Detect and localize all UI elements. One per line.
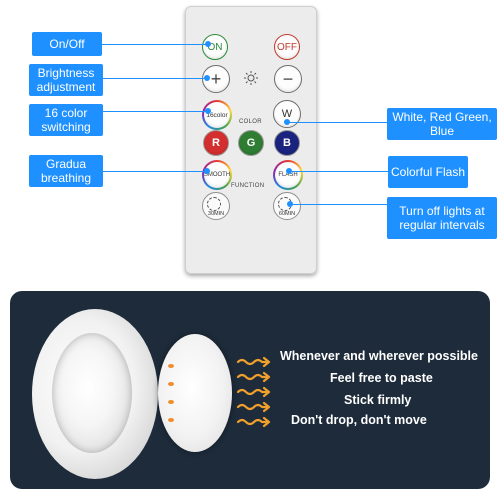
callout-turn-off-text: Turn off lights at regular intervals [399, 204, 485, 232]
on-button[interactable]: ON [202, 34, 228, 60]
callout-gradual-text: Gradua breathing [40, 157, 92, 185]
leader-line [287, 122, 387, 123]
callout-color16-text: 16 color switching [41, 106, 91, 134]
callout-gradual: Gradua breathing [29, 155, 103, 187]
arrow-2 [236, 371, 271, 383]
g-label: G [246, 137, 256, 149]
leader-line [290, 204, 387, 205]
green-button[interactable]: G [238, 130, 264, 156]
leader-dot [204, 75, 210, 81]
minus-label: − [282, 68, 294, 89]
adhesive-dot [168, 364, 174, 368]
leader-dot [204, 168, 210, 174]
red-button[interactable]: R [203, 130, 229, 156]
stick-arrows [236, 356, 271, 428]
blue-button[interactable]: B [274, 130, 300, 156]
color16-button[interactable]: 16color [202, 100, 232, 130]
leader-dot [205, 108, 211, 114]
leader-dot [286, 168, 292, 174]
adhesive-pad [158, 334, 232, 452]
leader-line [289, 171, 388, 172]
smooth-button[interactable]: SMOOTH [202, 160, 232, 190]
timer60-label: 60MIN [278, 211, 296, 217]
leader-dot [205, 41, 211, 47]
callout-colorful-flash-text: Colorful Flash [390, 165, 466, 179]
callout-white-rgb-text: White, Red Green, Blue [392, 110, 492, 138]
timer-30-button[interactable]: 30MIN [202, 192, 230, 220]
callout-white-rgb: White, Red Green, Blue [387, 108, 497, 140]
slogan-line-3: Stick firmly [344, 393, 412, 407]
puck-light-lens [52, 333, 132, 453]
smooth-label: SMOOTH [203, 172, 231, 178]
callout-on-off: On/Off [32, 32, 102, 56]
function-section-label: FUNCTION [231, 183, 265, 189]
b-label: B [283, 137, 291, 149]
slogan-line-2: Feel free to paste [330, 371, 433, 385]
leader-line [102, 44, 208, 45]
color-section-label: COLOR [239, 119, 262, 125]
callout-colorful-flash: Colorful Flash [388, 156, 468, 188]
arrow-5 [236, 416, 271, 428]
adhesive-dot [168, 418, 174, 422]
w-label: W [281, 108, 293, 120]
clock-icon [207, 197, 221, 211]
leader-line [103, 111, 208, 112]
callout-on-off-text: On/Off [49, 37, 85, 51]
on-label: ON [207, 41, 223, 53]
leader-line [103, 171, 207, 172]
remote-control: ON OFF + − 16color W COLOR R G B SMOOTH … [185, 6, 317, 274]
arrow-3 [236, 386, 271, 398]
slogan-line-1: Whenever and wherever possible [280, 349, 478, 363]
leader-line [103, 78, 207, 79]
off-label: OFF [277, 41, 297, 53]
callout-turn-off: Turn off lights at regular intervals [387, 197, 497, 239]
arrow-4 [236, 401, 271, 413]
leader-dot [284, 119, 290, 125]
off-button[interactable]: OFF [274, 34, 300, 60]
color16-label: 16color [206, 111, 228, 119]
timer30-label: 30MIN [207, 211, 225, 217]
slogan-line-4: Don't drop, don't move [291, 413, 427, 427]
callout-brightness: Brightness adjustment [29, 64, 103, 96]
callout-color16: 16 color switching [29, 104, 103, 136]
arrow-1 [236, 356, 271, 368]
flash-button[interactable]: FLASH [273, 160, 303, 190]
sun-icon [243, 70, 259, 86]
brightness-down-button[interactable]: − [274, 65, 302, 93]
r-label: R [212, 137, 220, 149]
adhesive-dot [168, 400, 174, 404]
adhesive-dot [168, 382, 174, 386]
callout-brightness-text: Brightness adjustment [36, 66, 96, 94]
flash-label: FLASH [278, 172, 298, 178]
leader-dot [287, 201, 293, 207]
plus-label: + [210, 68, 222, 89]
